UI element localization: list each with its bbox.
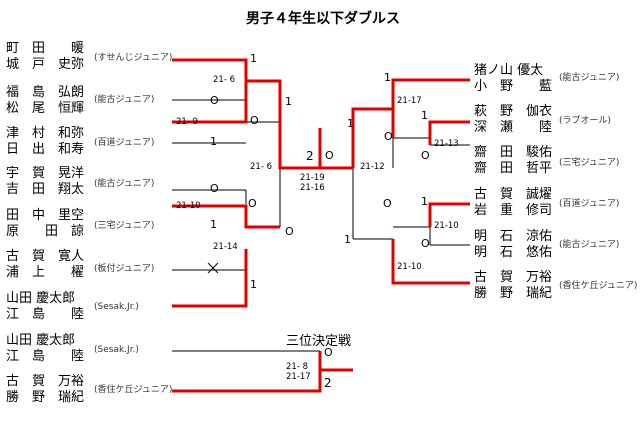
player-name: 宇 賀 晃洋	[6, 166, 85, 181]
player-name: 田 中 里空	[6, 208, 85, 223]
player-name: 古 賀 万裕	[6, 374, 85, 389]
team-name: (能古ジュニア)	[559, 240, 620, 250]
team-name: (すせんじジュニア)	[94, 53, 173, 63]
game-score: 21-10	[434, 221, 459, 231]
team-name: (香住ケ丘ジュニア)	[559, 281, 638, 291]
player-name: 萩 野 伽衣	[474, 104, 553, 119]
player-name: 古 賀 誠燿	[474, 187, 553, 202]
player-name: 吉 田 翔太	[6, 182, 85, 197]
player-name: 小 野 藍	[474, 79, 553, 94]
player-name: 明 石 悠佑	[474, 245, 553, 260]
team-name: (三宅ジュニア)	[559, 158, 620, 168]
result-mark: O	[384, 130, 393, 143]
game-score: 21-14	[213, 242, 238, 252]
result-mark: 1	[384, 71, 391, 84]
player-name: 古 賀 万裕	[474, 270, 553, 285]
player-name: 齋 田 駿佑	[474, 145, 553, 160]
result-mark: O	[248, 197, 257, 210]
result-mark: O	[421, 237, 430, 250]
player-name: 津 村 和弥	[6, 126, 85, 141]
result-mark: O	[324, 346, 333, 359]
team-name: (香住ケ丘ジュニア)	[94, 385, 173, 395]
player-name: 古 賀 寛人	[6, 249, 85, 264]
team-name: (能古ジュニア)	[94, 95, 155, 105]
result-mark: O	[210, 94, 219, 107]
third-place-title: 三位決定戦	[286, 334, 352, 349]
player-name: 勝 野 瑞紀	[474, 286, 553, 301]
player-name: 日 出 和寿	[6, 142, 85, 157]
game-score: 21-12	[360, 162, 385, 172]
game-score: 21-17	[397, 96, 422, 106]
result-mark: 1	[210, 218, 217, 231]
team-name: (三宅ジュニア)	[94, 221, 155, 231]
result-mark: 1	[250, 278, 257, 291]
player-name: 岩 重 修司	[474, 203, 553, 218]
team-name: (ラブオール)	[559, 116, 612, 126]
result-mark: O	[210, 182, 219, 195]
team-name: (板付ジュニア)	[94, 264, 155, 274]
player-name: 深 瀬 陸	[474, 120, 553, 135]
result-mark: O	[250, 114, 259, 127]
team-name: (百道ジュニア)	[559, 199, 620, 209]
player-name: 明 石 涼佑	[474, 229, 553, 244]
game-score: 21-10	[397, 262, 422, 272]
player-name: 原 田 諒	[6, 224, 85, 239]
player-name: 勝 野 瑞紀	[6, 390, 85, 405]
result-mark: 1	[421, 109, 428, 122]
game-score: 21- 6	[250, 162, 272, 172]
game-score: 21-17	[286, 372, 311, 382]
team-name: (百道ジュニア)	[94, 138, 155, 148]
team-name: (Sesak.Jr.)	[94, 345, 139, 355]
game-score: 21-19	[300, 173, 325, 183]
game-score: 21-10	[176, 201, 201, 211]
result-mark: 1	[347, 117, 354, 130]
team-name: (能古ジュニア)	[94, 179, 155, 189]
team-name: (Sesak.Jr.)	[94, 302, 139, 312]
result-mark: 2	[324, 376, 332, 390]
result-mark: O	[421, 149, 430, 162]
result-mark: 1	[210, 135, 217, 148]
player-name: 浦 上 櫂	[6, 265, 85, 280]
player-name: 齋 田 哲平	[474, 161, 553, 176]
player-name: 山田 慶太郎	[6, 291, 76, 306]
result-mark: O	[383, 197, 392, 210]
player-name: 町 田 暖	[6, 41, 85, 56]
player-name: 山田 慶太郎	[6, 333, 76, 348]
player-name: 猪ノ山 優太	[474, 63, 544, 78]
walkover-x-icon	[207, 262, 219, 274]
result-mark: 1	[250, 52, 257, 65]
result-mark: 1	[344, 233, 351, 246]
final-score-right: O	[325, 149, 334, 162]
result-mark: 1	[421, 195, 428, 208]
team-name: (能古ジュニア)	[559, 73, 620, 83]
game-score: 21- 9	[176, 117, 198, 127]
game-score: 21-16	[300, 183, 325, 193]
page-title: 男子４年生以下ダブルス	[246, 11, 400, 27]
player-name: 城 戸 史弥	[6, 57, 85, 72]
player-name: 江 島 陸	[6, 349, 85, 364]
game-score: 21- 8	[286, 362, 308, 372]
result-mark: O	[285, 225, 294, 238]
player-name: 江 島 陸	[6, 307, 85, 322]
bracket-red-lines	[172, 58, 470, 393]
game-score: 21-13	[434, 139, 459, 149]
result-mark: 1	[285, 95, 292, 108]
game-score: 21- 6	[213, 75, 235, 85]
final-score-left: 2	[306, 149, 314, 163]
player-name: 松 尾 恒輝	[6, 101, 85, 116]
player-name: 福 島 弘朗	[6, 85, 85, 100]
